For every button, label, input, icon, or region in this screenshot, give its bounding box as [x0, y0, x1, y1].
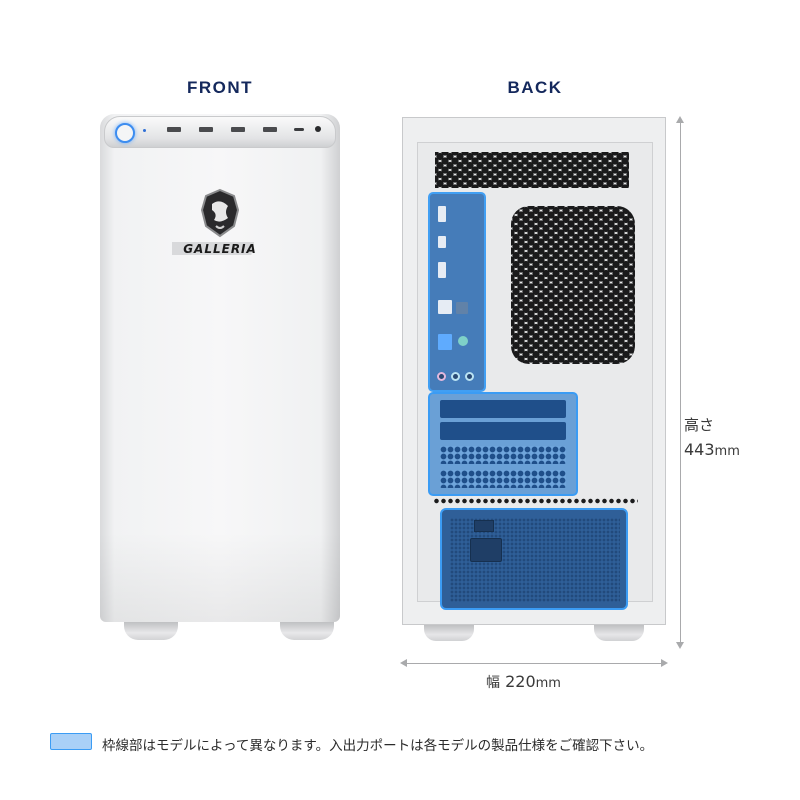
- galleria-shield-icon: GALLERIA: [159, 188, 257, 256]
- arrow-left-icon: [400, 659, 407, 667]
- usb-c-port-icon: [294, 128, 304, 131]
- height-label: 高さ: [684, 416, 715, 434]
- width-value: 幅 220mm: [486, 672, 561, 692]
- height-unit: mm: [714, 444, 740, 459]
- arrow-down-icon: [676, 642, 684, 649]
- usb-a-port-icon: [231, 127, 245, 132]
- front-foot-right: [280, 622, 334, 640]
- usb-port-icon: [438, 300, 452, 314]
- audio-jack-icon: [437, 372, 446, 381]
- back-panel: [402, 117, 666, 625]
- power-socket-icon: [470, 538, 502, 562]
- arrow-up-icon: [676, 116, 684, 123]
- height-value: 443mm: [684, 440, 740, 459]
- lan-port-icon: [456, 302, 468, 314]
- hdmi-port-icon: [438, 262, 446, 278]
- front-io-panel: [104, 116, 336, 148]
- gpu-bracket: [440, 400, 566, 418]
- gpu-bracket: [440, 422, 566, 440]
- power-led-icon: [143, 129, 146, 132]
- galleria-logo: GALLERIA: [159, 186, 268, 258]
- back-view-label: BACK: [507, 78, 563, 97]
- front-foot-left: [124, 622, 178, 640]
- width-unit: mm: [535, 676, 561, 691]
- front-view-label: FRONT: [186, 78, 254, 97]
- height-dimension-line: [680, 118, 681, 646]
- audio-jack-icon: [451, 372, 460, 381]
- svg-text:GALLERIA: GALLERIA: [183, 242, 257, 256]
- slot-cover: [440, 446, 566, 464]
- power-button-icon: [115, 123, 135, 143]
- top-vent-grill: [435, 152, 629, 188]
- power-supply-highlight: [440, 508, 628, 610]
- back-case-image: [402, 117, 666, 647]
- arrow-right-icon: [661, 659, 668, 667]
- usb3-port-icon: [438, 334, 452, 350]
- width-number: 220: [505, 672, 536, 691]
- slot-cover: [440, 470, 566, 488]
- front-case-image: GALLERIA: [100, 114, 340, 640]
- back-foot-right: [594, 625, 644, 641]
- expansion-slots-highlight: [428, 392, 578, 496]
- io-shield-highlight: [428, 192, 486, 392]
- height-number: 443: [684, 440, 715, 459]
- usb-a-port-icon: [199, 127, 213, 132]
- width-dimension-line: [402, 663, 666, 664]
- rear-fan-grill: [511, 206, 635, 364]
- legend-swatch: [50, 733, 92, 750]
- back-foot-left: [424, 625, 474, 641]
- ps2-port-icon: [458, 336, 468, 346]
- front-panel: GALLERIA: [100, 114, 340, 622]
- audio-jack-icon: [465, 372, 474, 381]
- usb-a-port-icon: [263, 127, 277, 132]
- port-icon: [438, 236, 446, 248]
- vent-dots: [433, 497, 638, 505]
- legend-text: 枠線部はモデルによって異なります。入出力ポートは各モデルの製品仕様をご確認下さい…: [102, 738, 654, 754]
- displayport-icon: [438, 206, 446, 222]
- width-label: 幅: [486, 675, 500, 691]
- usb-a-port-icon: [167, 127, 181, 132]
- psu-switch-icon: [474, 520, 494, 532]
- audio-jack-icon: [315, 126, 321, 132]
